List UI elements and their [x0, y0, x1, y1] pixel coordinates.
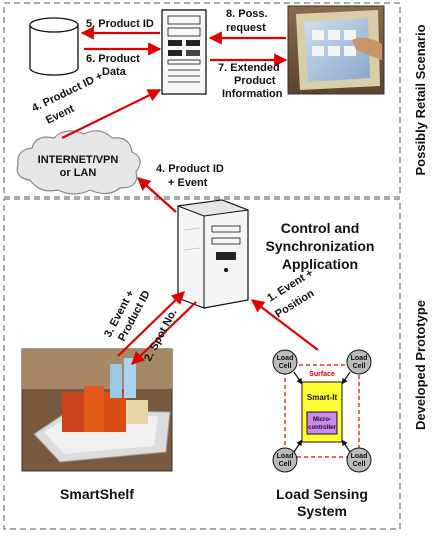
arrow-2-spot-no: [131, 301, 197, 365]
load-cell-label: Load: [351, 453, 368, 460]
arrow-1-event-position: [250, 299, 319, 351]
network-cloud: [16, 130, 141, 195]
load-cell-top-right: Load Cell: [346, 349, 372, 375]
load-cell-label: Load: [351, 355, 368, 362]
smart-it-label: Smart-It: [307, 393, 338, 402]
microcontroller-label-line1: Micro-: [313, 417, 331, 423]
load-cell-label: Cell: [279, 363, 292, 370]
load-cell-label: Cell: [353, 363, 366, 370]
control-app-label-line3: Application: [282, 256, 358, 272]
label-7-line1: 7. Extended: [218, 62, 280, 74]
microcontroller-box: [306, 411, 338, 435]
label-6-line2: Data: [102, 66, 127, 78]
section-label-prototype: Developed Prototype: [413, 300, 428, 430]
surface-label: Surface: [309, 371, 335, 378]
smartshelf-label: SmartShelf: [60, 486, 134, 502]
label-4-bottom-line1: 4. Product ID: [156, 163, 224, 175]
label-4-bottom-line2: + Event: [168, 177, 208, 189]
tower-server-icon: [177, 199, 249, 309]
arrow-3-event-product: [117, 291, 185, 357]
database-icon: [29, 17, 79, 76]
retail-scenario-frame: [3, 2, 401, 198]
load-sensing-diagram: Surface Smart-It Micro- controller Load …: [272, 349, 372, 473]
server-icon: [161, 9, 207, 95]
label-7-line3: Information: [222, 88, 283, 100]
arrow-4-top: [61, 89, 162, 139]
prototype-frame: [3, 198, 401, 530]
label-6-line1: 6. Product: [86, 53, 140, 65]
label-8-line2: request: [226, 22, 266, 34]
surface-area: [284, 364, 360, 458]
smartshelf-photo: [21, 348, 173, 472]
load-cell-label: Cell: [353, 461, 366, 468]
section-label-retail: Possibly Retail Scenario: [413, 24, 428, 175]
load-cell-bottom-left: Load Cell: [272, 447, 298, 473]
control-app-label-line2: Synchronization: [266, 238, 375, 254]
load-cell-label: Cell: [279, 461, 292, 468]
kiosk-photo: [287, 5, 385, 95]
load-cell-top-left: Load Cell: [272, 349, 298, 375]
load-sensing-label-line2: System: [297, 503, 347, 519]
load-cell-label: Load: [277, 453, 294, 460]
load-cell-label: Load: [277, 355, 294, 362]
control-app-label-line1: Control and: [281, 220, 360, 236]
label-7-line2: Product: [234, 75, 276, 87]
label-8-line1: 8. Poss.: [226, 8, 268, 20]
load-cell-bottom-right: Load Cell: [346, 447, 372, 473]
microcontroller-label-line2: controller: [308, 425, 336, 431]
network-label-line2: or LAN: [60, 167, 97, 179]
load-sensing-label-line1: Load Sensing: [276, 486, 368, 502]
arrow-4-bottom: [137, 177, 177, 213]
network-label-line1: INTERNET/VPN: [38, 154, 119, 166]
label-5: 5. Product ID: [86, 18, 154, 30]
